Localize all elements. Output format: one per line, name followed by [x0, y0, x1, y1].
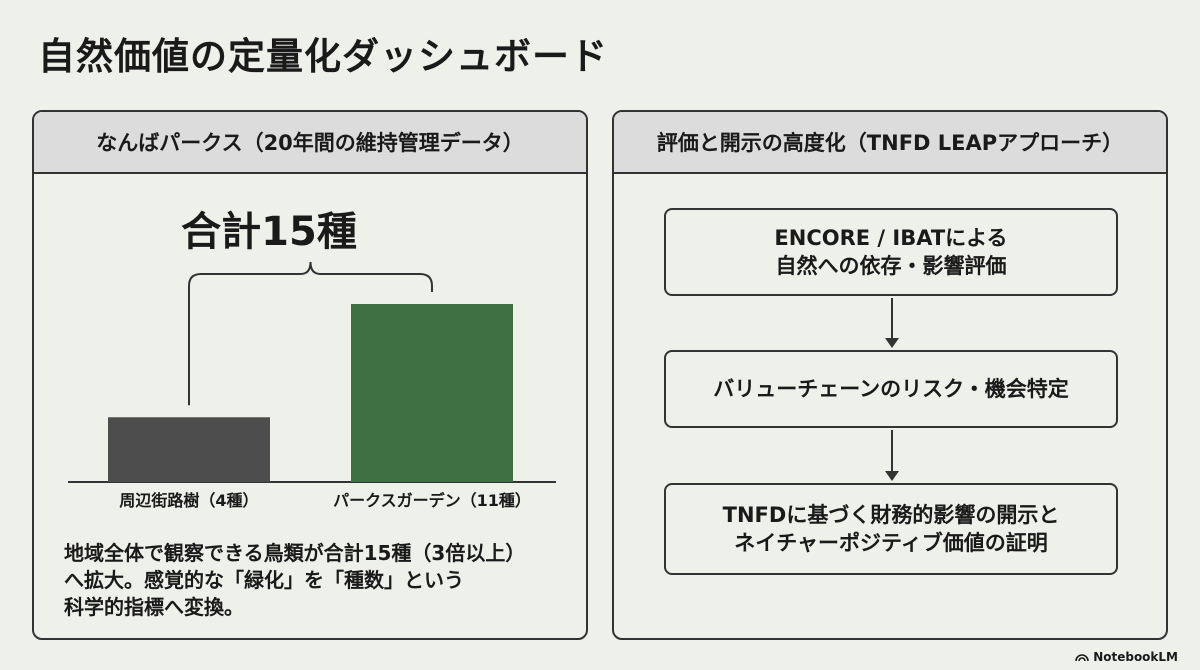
page-title: 自然価値の定量化ダッシュボード	[38, 35, 608, 78]
bird-species-panel-header: なんばパークス（20年間の維持管理データ）	[34, 112, 586, 174]
bar-0	[108, 417, 270, 482]
flow-step-assessment: ENCORE / IBATによる 自然への依存・影響評価	[664, 208, 1118, 296]
category-label-0: 周辺街路樹（4種）	[119, 491, 258, 510]
bird-species-bar-chart: 合計15種 周辺街路樹（4種） パークスガーデン（11種）	[68, 209, 556, 510]
tnfd-leap-panel-header: 評価と開示の高度化（TNFD LEAPアプローチ）	[614, 112, 1166, 174]
flow-step-risk-identification: バリューチェーンのリスク・機会特定	[664, 350, 1118, 428]
notebooklm-logo: NotebookLM	[1075, 650, 1178, 664]
bird-species-description: 地域全体で観察できる鳥類が合計15種（3倍以上） へ拡大。感覚的な「緑化」を「種…	[64, 541, 526, 619]
flow-arrow-1	[885, 298, 899, 348]
total-species-annotation: 合計15種	[181, 209, 357, 255]
total-brace	[188, 261, 433, 406]
notebooklm-icon	[1075, 654, 1089, 662]
flow-arrow-2	[885, 430, 899, 481]
category-label-1: パークスガーデン（11種）	[333, 491, 531, 510]
bar-1	[351, 304, 513, 482]
tnfd-leap-panel: 評価と開示の高度化（TNFD LEAPアプローチ） ENCORE / IBATに…	[612, 110, 1168, 640]
bird-species-panel: なんばパークス（20年間の維持管理データ） 合計15種 周辺街路樹（4種） パーク…	[32, 110, 588, 640]
notebooklm-brand: NotebookLM	[1093, 650, 1178, 664]
flow-step-disclosure: TNFDに基づく財務的影響の開示と ネイチャーポジティブ価値の証明	[664, 483, 1118, 575]
